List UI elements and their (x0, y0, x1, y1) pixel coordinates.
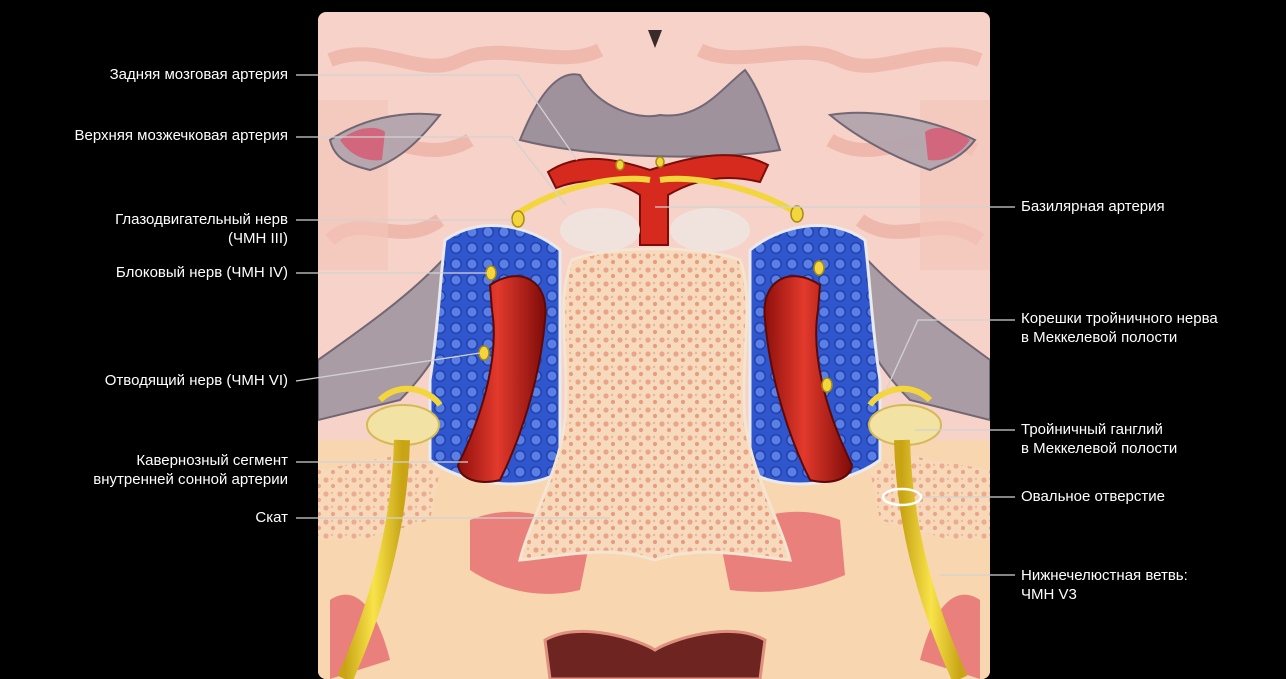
left-trigeminal-ganglion (367, 405, 439, 445)
label-clivus: Скат (255, 508, 288, 527)
illustration-panel (318, 12, 990, 679)
label-basilar-artery: Базилярная артерия (1021, 197, 1165, 216)
label-trochlear-nerve: Блоковый нерв (ЧМН IV) (116, 263, 288, 282)
label-mandibular-branch: Нижнечелюстная ветвь: ЧМН V3 (1021, 566, 1188, 604)
label-superior-cerebellar-artery: Верхняя мозжечковая артерия (74, 126, 288, 145)
right-trigeminal-ganglion (869, 405, 941, 445)
label-abducens-nerve: Отводящий нерв (ЧМН VI) (105, 371, 288, 390)
label-posterior-cerebral-artery: Задняя мозговая артерия (110, 65, 288, 84)
label-foramen-ovale: Овальное отверстие (1021, 487, 1165, 506)
label-oculomotor-nerve: Глазодвигательный нерв (ЧМН III) (115, 210, 288, 248)
label-cavernous-ica: Кавернозный сегмент внутренней сонной ар… (93, 451, 288, 489)
label-trigeminal-ganglion: Тройничный ганглий в Меккелевой полости (1021, 420, 1177, 458)
label-trigeminal-roots: Корешки тройничного нерва в Меккелевой п… (1021, 309, 1218, 347)
